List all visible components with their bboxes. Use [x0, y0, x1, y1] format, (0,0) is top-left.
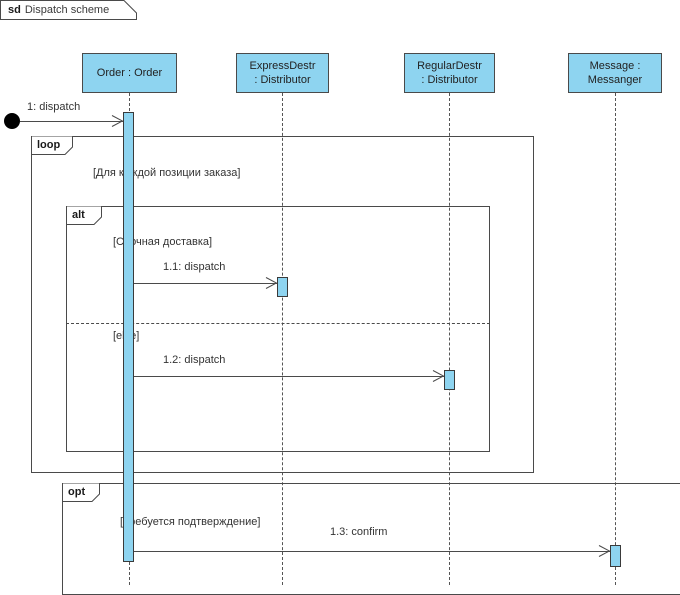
lifeline-label-expressdestr-line1: ExpressDestr — [249, 60, 316, 72]
start-node — [4, 113, 20, 129]
message-label-m13: 1.3: confirm — [330, 526, 388, 538]
lifeline-label-messenger-line2: Messanger — [587, 74, 643, 86]
lifeline-stem-messenger — [615, 93, 616, 585]
message-line-m13 — [134, 551, 610, 552]
lifeline-head-messenger[interactable]: Message : Messanger — [568, 53, 662, 93]
fragment-loop-guard: [Для каждой позиции заказа] — [93, 167, 241, 179]
message-arrowhead-m11 — [265, 277, 277, 289]
frame-tab-border — [0, 0, 137, 20]
fragment-alt — [66, 206, 490, 452]
message-label-m11: 1.1: dispatch — [163, 261, 226, 273]
message-line-m11 — [134, 283, 277, 284]
fragment-alt-guard-1: [Срочная доставка] — [113, 236, 213, 248]
lifeline-head-regulardestr[interactable]: RegularDestr : Distributor — [404, 53, 495, 93]
lifeline-label-messenger-line1: Message : — [589, 60, 641, 72]
fragment-opt-operator: opt — [68, 486, 86, 498]
fragment-alt-operator: alt — [72, 209, 85, 221]
lifeline-label-order-line1: Order : Order — [96, 67, 163, 79]
fragment-alt-separator — [66, 323, 490, 324]
lifeline-stem-expressdestr — [282, 93, 283, 585]
message-line-m1 — [20, 121, 123, 122]
lifeline-label-regulardestr-line2: : Distributor — [421, 74, 478, 86]
fragment-opt — [62, 483, 680, 595]
fragment-opt-label-shape — [62, 483, 100, 502]
fragment-loop — [31, 136, 534, 473]
message-label-m12: 1.2: dispatch — [163, 354, 226, 366]
lifeline-label-expressdestr-line2: : Distributor — [254, 74, 311, 86]
message-line-m12 — [134, 376, 444, 377]
fragment-opt-guard: [Требуется подтверждение] — [120, 516, 261, 528]
activation-expressdestr — [277, 277, 288, 297]
lifeline-stem-regulardestr — [449, 93, 450, 585]
frame-keyword: sd — [8, 3, 21, 16]
frame-name: Dispatch scheme — [24, 3, 110, 16]
activation-order — [123, 112, 134, 562]
lifeline-head-expressdestr[interactable]: ExpressDestr : Distributor — [236, 53, 329, 93]
lifeline-head-order[interactable]: Order : Order — [82, 53, 177, 93]
message-label-m1: 1: dispatch — [27, 101, 81, 113]
activation-messenger — [610, 545, 621, 567]
message-arrowhead-m13 — [598, 545, 610, 557]
frame-title: sd Dispatch scheme — [0, 0, 115, 19]
activation-regulardestr — [444, 370, 455, 390]
fragment-loop-operator: loop — [37, 139, 61, 151]
message-arrowhead-m1 — [111, 115, 123, 127]
message-arrowhead-m12 — [432, 370, 444, 382]
fragment-alt-label-shape — [66, 206, 102, 225]
lifeline-label-regulardestr-line1: RegularDestr — [417, 60, 482, 72]
fragment-loop-label-shape — [31, 136, 73, 155]
